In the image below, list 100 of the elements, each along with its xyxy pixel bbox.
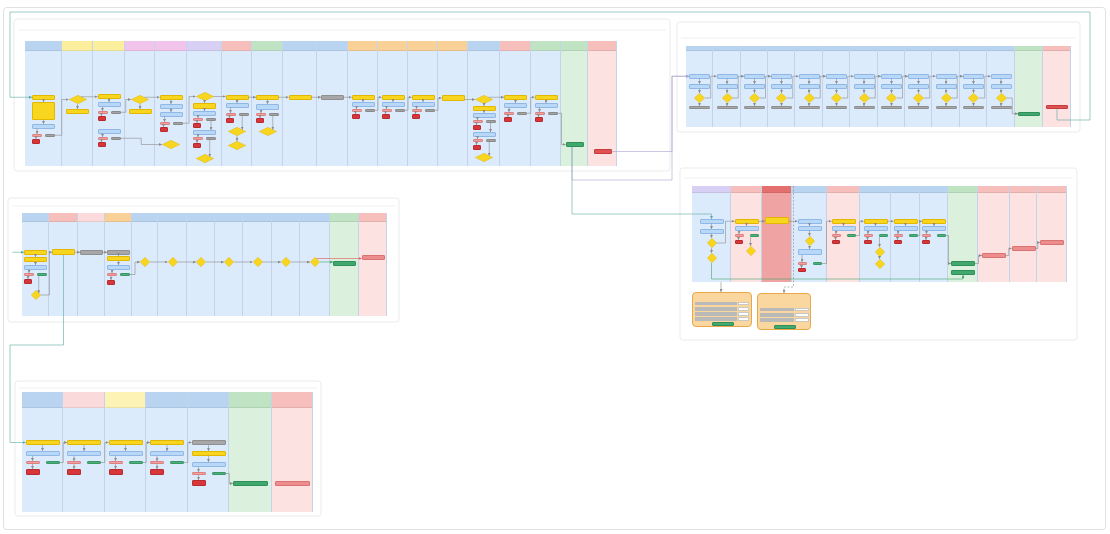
- action-box: [67, 451, 101, 456]
- decision-diamond: [831, 93, 842, 103]
- end-box: [275, 481, 310, 486]
- action-box: [193, 130, 216, 135]
- end-box: [1046, 105, 1068, 109]
- status-tag: [256, 113, 266, 116]
- arrow: [890, 102, 893, 107]
- step-box: [504, 95, 527, 100]
- action-box: [32, 124, 55, 129]
- arrow: [266, 99, 269, 105]
- error-box: [734, 240, 743, 244]
- end-box: [333, 261, 356, 266]
- arrow: [874, 223, 877, 227]
- action-box: [25, 451, 60, 456]
- arrow: [110, 269, 114, 274]
- step-box: [935, 106, 957, 109]
- arrow: [31, 455, 34, 462]
- arrow: [196, 115, 200, 119]
- swimlane: [827, 186, 860, 282]
- action-box: [826, 74, 847, 79]
- step-box: [734, 219, 759, 224]
- status-tag: [878, 234, 888, 237]
- arrow: [800, 264, 803, 269]
- swimlane: [215, 213, 243, 316]
- arrow: [197, 474, 200, 481]
- arrow: [725, 88, 729, 94]
- step-box: [689, 106, 710, 109]
- arrow: [101, 106, 104, 112]
- status-tag: [937, 234, 946, 237]
- swimlane: [860, 186, 891, 282]
- swimlane: [187, 213, 215, 316]
- arrow: [972, 78, 975, 85]
- status-tag: [364, 109, 375, 112]
- swimlane: [468, 41, 500, 166]
- arrow: [414, 111, 417, 115]
- action-box: [908, 84, 929, 89]
- status-tag: [485, 139, 496, 142]
- arrow: [138, 103, 142, 110]
- step-box: [97, 94, 121, 99]
- action-box: [699, 229, 724, 234]
- step-box: [716, 106, 738, 109]
- decision-diamond: [228, 141, 246, 150]
- status-tag: [172, 122, 183, 125]
- swimlane: [62, 41, 93, 166]
- step-box: [225, 95, 249, 100]
- action-box: [472, 113, 496, 118]
- arrow: [476, 136, 479, 140]
- arrow: [780, 78, 783, 85]
- swimlane: [272, 392, 313, 512]
- arrow: [114, 455, 117, 462]
- arrow: [904, 223, 907, 227]
- swimlane: [272, 213, 300, 316]
- arrow: [72, 455, 76, 462]
- error-box: [193, 123, 201, 128]
- decision-diamond: [968, 93, 979, 103]
- arrow: [972, 88, 975, 94]
- arrow: [737, 236, 740, 241]
- error-box: [797, 268, 806, 272]
- decision-diamond: [706, 253, 717, 263]
- error-box: [381, 114, 390, 119]
- swimlane: [49, 213, 78, 316]
- action-box: [744, 74, 765, 79]
- arrow: [944, 78, 948, 85]
- arrow: [107, 98, 111, 103]
- status-tag: [97, 137, 108, 140]
- decision-diamond: [749, 93, 760, 103]
- decision-diamond: [874, 247, 885, 257]
- action-box: [689, 84, 710, 89]
- arrow: [866, 236, 869, 241]
- swimlane: [878, 46, 905, 127]
- decision-diamond: [721, 93, 733, 103]
- swimlane: [125, 41, 155, 166]
- end-box: [565, 142, 584, 147]
- status-tag: [97, 111, 108, 114]
- arrow: [932, 223, 936, 227]
- arrow: [725, 78, 729, 85]
- step-box: [150, 440, 184, 445]
- status-tag: [424, 109, 435, 112]
- swimlane: [63, 392, 105, 512]
- arrow: [195, 139, 199, 144]
- error-box: [504, 117, 512, 122]
- arrow: [507, 107, 511, 113]
- status-tag: [110, 111, 121, 114]
- decision-diamond: [995, 93, 1007, 103]
- action-box: [881, 74, 902, 79]
- decision-diamond: [803, 93, 815, 103]
- step-box: [534, 95, 558, 100]
- swimlane: [188, 392, 229, 512]
- error-box: [472, 125, 481, 130]
- swimlane: [905, 46, 932, 127]
- step-box: [922, 219, 946, 224]
- arrow: [698, 88, 701, 94]
- decision-diamond: [68, 95, 87, 104]
- error-box: [256, 118, 264, 123]
- error-box: [351, 114, 360, 119]
- swimlane: [768, 46, 795, 127]
- swimlane: [795, 46, 823, 127]
- action-box: [504, 103, 527, 108]
- status-tag: [893, 234, 903, 237]
- error-box: [411, 114, 420, 119]
